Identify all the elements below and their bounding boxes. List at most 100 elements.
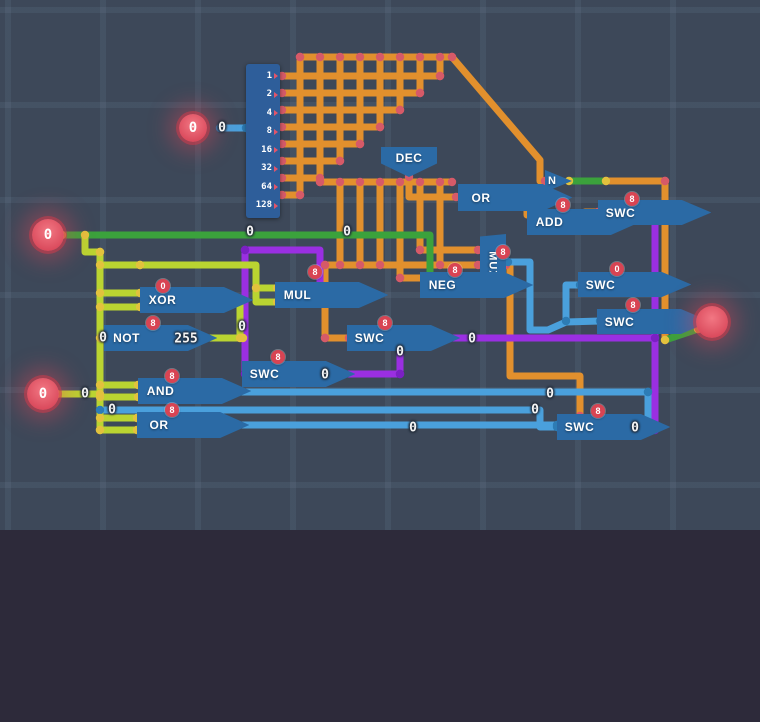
wire-junction-dot	[295, 52, 305, 62]
wire-junction-dot	[315, 177, 325, 187]
wire-junction-dot	[435, 260, 445, 270]
value-badge: 8	[378, 316, 392, 330]
value-badge: 8	[625, 192, 639, 206]
gate-label: SWC	[604, 314, 635, 329]
wire-junction-dot	[95, 380, 105, 390]
wire-green[interactable]	[661, 325, 702, 344]
wire-junction-dot	[395, 273, 405, 283]
decoder-output-row: 2	[248, 90, 278, 99]
gate-label: DEC	[395, 151, 423, 165]
wire-junction-dot	[375, 177, 385, 187]
decoder-output-value: 2	[266, 89, 272, 100]
wire-blue[interactable]	[504, 258, 604, 334]
decoder-output-row: 64	[248, 181, 278, 192]
value-badge: 8	[271, 350, 285, 364]
decoder-pin-icon	[274, 73, 278, 80]
wire-junction-dot	[435, 52, 445, 62]
wire-green[interactable]	[58, 231, 434, 283]
wire-orange[interactable]	[405, 173, 460, 201]
wire-lime[interactable]	[81, 231, 104, 256]
wire-junction-dot	[95, 405, 105, 415]
wire-junction-dot	[601, 176, 611, 186]
wire-junction-dot	[355, 139, 365, 149]
decoder-output-value: 32	[261, 163, 272, 174]
decoder-output-value: 128	[255, 200, 272, 211]
gate-label: OR	[149, 418, 169, 432]
wire-lime[interactable]	[252, 284, 281, 306]
decoder-output-value: 4	[266, 107, 272, 118]
gate-label: ADD	[535, 215, 564, 229]
wire-junction-dot	[95, 260, 105, 270]
wire-layer	[52, 52, 703, 435]
wire-purple[interactable]	[241, 246, 324, 296]
gate-label: XOR	[148, 293, 177, 307]
wire-junction-dot	[315, 52, 325, 62]
decoder-pin-icon	[274, 165, 278, 172]
wire-junction-dot	[435, 177, 445, 187]
wire-junction-dot	[395, 105, 405, 115]
wire-junction-dot	[95, 392, 105, 402]
decoder-output-value: 16	[261, 144, 272, 155]
gate-label: AND	[146, 384, 175, 398]
wire-junction-dot	[395, 369, 405, 379]
gate-label: NOT	[113, 331, 140, 345]
value-badge: 0	[156, 279, 170, 293]
gate-label: MUL	[283, 288, 312, 302]
decoder-pin-icon	[274, 202, 278, 209]
gate-label: SWC	[354, 331, 385, 345]
input-node[interactable]: 0	[27, 378, 59, 410]
wire-junction-dot	[395, 52, 405, 62]
decoder-pin-icon	[274, 128, 278, 135]
wire-junction-dot	[355, 52, 365, 62]
wire-junction-dot	[643, 387, 653, 397]
decoder-pin-icon	[274, 91, 278, 98]
wire-junction-dot	[240, 245, 250, 255]
input-node[interactable]: 0	[179, 114, 207, 142]
wire-orange[interactable]	[448, 53, 549, 185]
wire-junction-dot	[335, 52, 345, 62]
value-badge: 8	[165, 403, 179, 417]
wire-junction-dot	[435, 71, 445, 81]
wire-junction-dot	[95, 302, 105, 312]
wire-junction-dot	[375, 260, 385, 270]
node-value: 0	[188, 120, 198, 136]
decoder-output-value: 64	[261, 181, 272, 192]
wire-lime[interactable]	[136, 261, 281, 292]
wire-junction-dot	[561, 316, 571, 326]
wire-junction-dot	[415, 52, 425, 62]
gate-label: SWC	[605, 205, 636, 220]
output-node[interactable]	[696, 306, 728, 338]
value-badge: 8	[308, 265, 322, 279]
wire-junction-dot	[95, 288, 105, 298]
node-value: 0	[43, 227, 53, 243]
decoder-component[interactable]: 1 2 4 8 16 32 64 128	[246, 64, 280, 218]
input-node[interactable]: 0	[32, 219, 64, 251]
decoder-output-row: 32	[248, 164, 278, 173]
node-value: 0	[38, 386, 48, 402]
decoder-output-row: 8	[248, 127, 278, 136]
gate-label: SWC	[564, 420, 595, 434]
wire-junction-dot	[650, 333, 660, 343]
wire-junction-dot	[95, 333, 105, 343]
value-badge: 8	[556, 198, 570, 212]
wire-junction-dot	[355, 177, 365, 187]
gate-label: SWC	[249, 367, 280, 381]
wire-junction-dot	[447, 52, 457, 62]
wire-blue[interactable]	[562, 281, 584, 325]
wire-junction-dot	[415, 88, 425, 98]
decoder-output-value: 8	[266, 126, 272, 137]
value-badge: 8	[626, 298, 640, 312]
wire-junction-dot	[95, 413, 105, 423]
wire-junction-dot	[355, 260, 365, 270]
decoder-pin-icon	[274, 110, 278, 117]
wire-junction-dot	[375, 52, 385, 62]
wire-junction-dot	[320, 333, 330, 343]
decoder-pin-icon	[274, 147, 278, 154]
wire-junction-dot	[660, 176, 670, 186]
wire-junction-dot	[335, 260, 345, 270]
value-badge: 8	[496, 245, 510, 259]
wire-junction-dot	[395, 177, 405, 187]
decoder-output-row: 1	[248, 71, 278, 81]
